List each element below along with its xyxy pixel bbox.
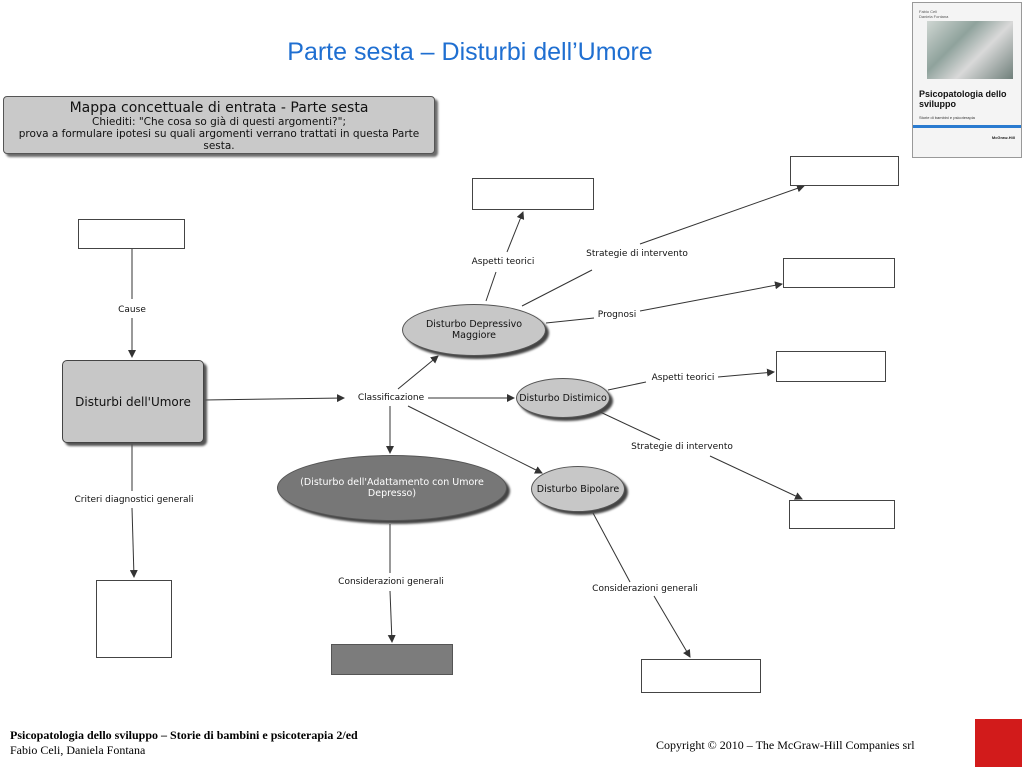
arrow-classif-dep	[397, 355, 439, 390]
empty-box-strategie-dep	[790, 156, 899, 186]
footer-authors: Fabio Celi, Daniela Fontana	[10, 743, 146, 757]
arrow-consid2-box	[653, 595, 691, 658]
empty-box-criteri	[96, 580, 172, 658]
arrow-dist-aspetti	[607, 381, 647, 391]
arrow-aspetti-box	[506, 211, 525, 253]
node-depressivo-maggiore: Disturbo Depressivo Maggiore	[402, 304, 546, 356]
empty-box-prognosi	[783, 258, 895, 288]
arrow-aspetti2-box	[717, 368, 775, 378]
page-title: Parte sesta – Disturbi dell’Umore	[287, 38, 653, 66]
link-label-prognosi: Prognosi	[597, 310, 637, 320]
node-bipolare: Disturbo Bipolare	[531, 466, 625, 512]
link-label-cause: Cause	[118, 305, 146, 315]
arrow-dist-strategie	[597, 410, 661, 441]
footer-book-title: Psicopatologia dello sviluppo – Storie d…	[10, 728, 358, 742]
footer-copyright: Copyright © 2010 – The McGraw-Hill Compa…	[656, 738, 915, 752]
link-label-consid-adatt: Considerazioni generali	[338, 577, 444, 587]
footer-left: Psicopatologia dello sviluppo – Storie d…	[10, 728, 358, 758]
book-cover-image	[927, 21, 1013, 79]
empty-box-consid-bip	[641, 659, 761, 693]
link-label-aspetti-dist: Aspetti teorici	[651, 373, 715, 383]
intro-line-2: prova a formulare ipotesi su quali argom…	[18, 128, 420, 152]
mcgraw-hill-logo	[975, 719, 1022, 767]
book-title: Psicopatologia dello sviluppo	[919, 89, 1007, 109]
link-label-classificazione: Classificazione	[357, 393, 425, 403]
intro-line-1: Chiediti: "Che cosa so già di questi arg…	[91, 116, 346, 128]
arrow-classif-bip	[407, 405, 543, 474]
book-publisher: McGraw-Hill	[991, 135, 1015, 140]
link-label-strategie-dist: Strategie di intervento	[631, 442, 733, 452]
intro-box: Mappa concettuale di entrata - Parte ses…	[3, 96, 435, 154]
link-label-aspetti-dep: Aspetti teorici	[471, 257, 535, 267]
node-adattamento: (Disturbo dell'Adattamento con Umore Dep…	[277, 455, 507, 521]
link-label-strategie-dep: Strategie di intervento	[586, 249, 688, 259]
arrow-dep-aspetti	[485, 271, 497, 302]
book-subtitle: Storie di bambini e psicoterapia	[919, 115, 975, 120]
empty-box-cause	[78, 219, 185, 249]
arrow-criteri-out	[129, 507, 138, 578]
link-label-criteri: Criteri diagnostici generali	[74, 495, 194, 505]
link-label-consid-bip: Considerazioni generali	[592, 584, 698, 594]
arrow-main-classif	[203, 394, 345, 403]
arrow-prognosi-box	[639, 281, 783, 312]
empty-box-aspetti-dist	[776, 351, 886, 382]
intro-heading: Mappa concettuale di entrata - Parte ses…	[69, 100, 369, 116]
filled-box-consid-adatt	[331, 644, 453, 675]
arrow-bip-consid	[592, 512, 631, 583]
arrow-strategie2-box	[709, 455, 803, 500]
book-authors: Fabio Celi Daniela Fontana	[919, 9, 949, 19]
arrow-dep-prognosi	[545, 317, 595, 324]
arrow-strategie-box	[639, 184, 805, 245]
empty-box-strategie-dist	[789, 500, 895, 529]
book-cover: Fabio Celi Daniela Fontana Psicopatologi…	[912, 2, 1022, 158]
node-distimico: Disturbo Distimico	[516, 378, 610, 418]
arrow-consid-box	[387, 590, 396, 643]
arrow-dep-strategie	[521, 269, 593, 307]
book-cover-bar	[913, 125, 1021, 128]
empty-box-aspetti-dep	[472, 178, 594, 210]
node-disturbi-umore: Disturbi dell'Umore	[62, 360, 204, 443]
